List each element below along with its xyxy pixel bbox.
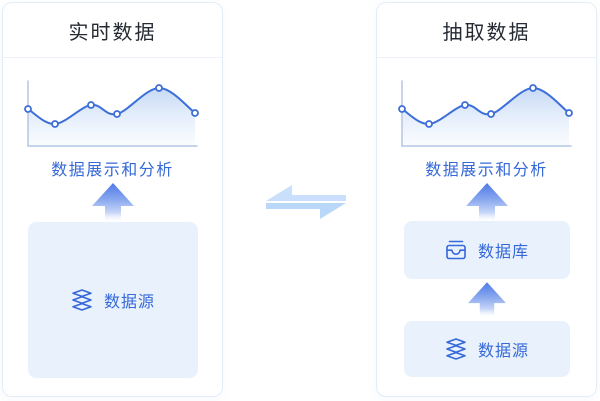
inbox-drawer-icon [446, 240, 466, 260]
data-source-label: 数据源 [103, 294, 155, 311]
panel-realtime: 实时数据 数据展示和分析 数据源 [2, 2, 223, 397]
analysis-label: 数据展示和分析 [51, 162, 174, 179]
data-source-box: 数据源 [27, 222, 198, 378]
extract-line-chart [397, 80, 573, 147]
up-arrow-icon [91, 183, 134, 221]
up-arrow-icon [465, 183, 508, 221]
panel-extract-header: 抽取数据 [377, 3, 596, 58]
database-label: 数据库 [477, 244, 529, 261]
layers-icon [446, 338, 466, 360]
analysis-label: 数据展示和分析 [425, 162, 548, 179]
panel-extract-body: 数据展示和分析 数据库 数据源 [377, 58, 596, 377]
panel-extract-title: 抽取数据 [442, 21, 531, 44]
realtime-line-chart [23, 80, 199, 147]
panel-realtime-header: 实时数据 [3, 3, 222, 58]
layers-icon [72, 289, 92, 311]
database-box: 数据库 [403, 221, 570, 279]
panel-extract: 抽取数据 数据展示和分析 数据库 [376, 2, 597, 397]
up-arrow-icon [467, 282, 506, 317]
exchange-arrows-icon [266, 185, 346, 219]
panel-realtime-title: 实时数据 [68, 21, 157, 44]
data-source-label: 数据源 [477, 343, 529, 360]
data-source-box: 数据源 [403, 321, 570, 377]
panel-realtime-body: 数据展示和分析 数据源 [3, 58, 222, 378]
